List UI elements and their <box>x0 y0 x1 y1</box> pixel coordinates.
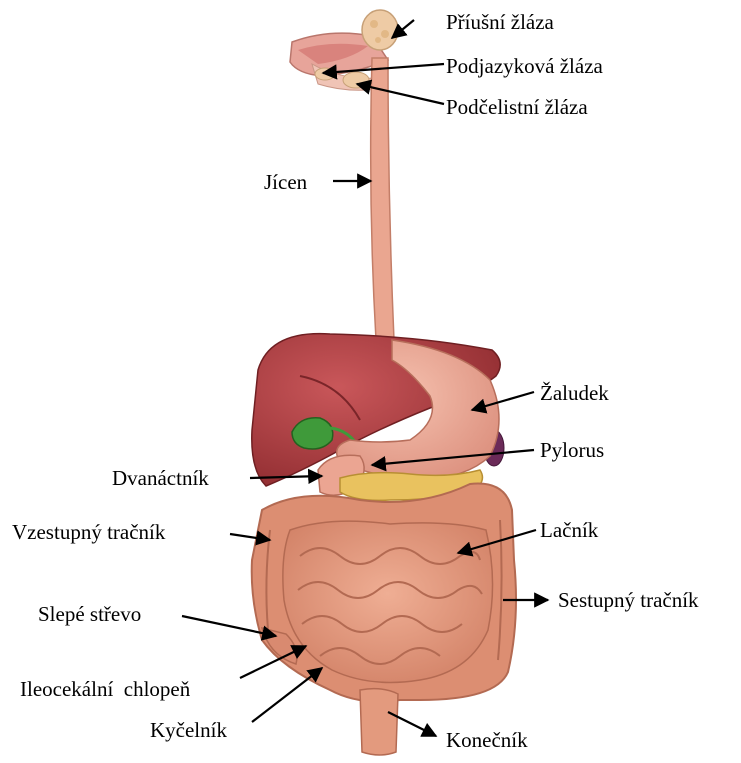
label-podcelistni-zlaza: Podčelistní žláza <box>446 97 588 118</box>
esophagus <box>371 58 394 340</box>
rectum <box>360 689 398 755</box>
label-podjazykova-zlaza: Podjazyková žláza <box>446 56 603 77</box>
label-dvanactnik: Dvanáctník <box>112 468 209 489</box>
label-vzestupny-tracnik: Vzestupný tračník <box>12 522 165 543</box>
label-jicen: Jícen <box>264 172 307 193</box>
label-ileocekalni-chlopen: Ileocekální chlopeň <box>20 679 190 700</box>
label-sestupny-tracnik: Sestupný tračník <box>558 590 699 611</box>
small-intestine <box>283 521 493 682</box>
label-kycelnik: Kyčelník <box>150 720 227 741</box>
label-pylorus: Pylorus <box>540 440 604 461</box>
arrow-kycelnik <box>252 668 322 722</box>
label-lacnik: Lačník <box>540 520 598 541</box>
label-slepe-strevo: Slepé střevo <box>38 604 141 625</box>
parotid-gland <box>362 10 398 50</box>
label-zaludek: Žaludek <box>540 383 609 404</box>
arrow-podcelistni-zlaza <box>357 84 444 104</box>
label-konecnik: Konečník <box>446 730 528 751</box>
sublingual-gland <box>315 68 335 80</box>
label-priusni-zlaza: Příušní žláza <box>446 12 554 33</box>
